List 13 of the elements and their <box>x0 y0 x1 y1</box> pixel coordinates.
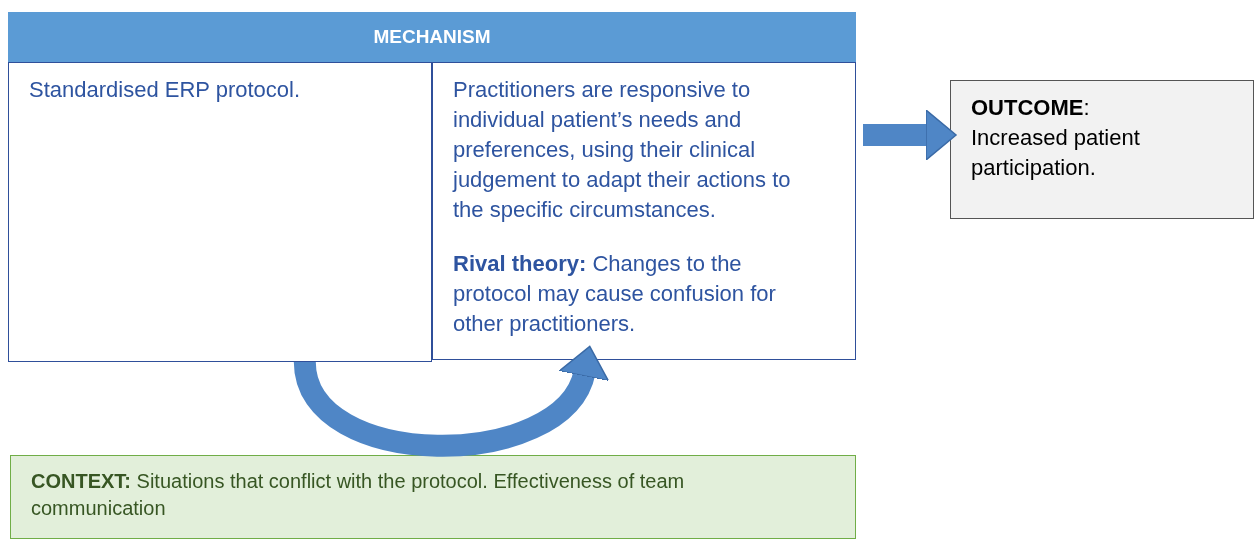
node-text: Standardised ERP protocol. <box>29 76 302 104</box>
node-text: MECHANISM <box>373 24 491 49</box>
node-text: Practitioners are responsive to individual patient’s needs and preferences, using their clinical judgement to adapt their actions to the specific circumstances. <box>453 76 792 224</box>
node-text: Rival theory: Changes to the protocol may cause confusion for other practitioners. <box>453 250 777 338</box>
node-text: OUTCOME: <box>971 94 1091 122</box>
block-arrow <box>863 109 957 161</box>
node-text: Increased patient participation. <box>971 124 1141 182</box>
process-box <box>8 62 432 362</box>
node-text: CONTEXT: Situations that conflict with the protocol. Effectiveness of team communication <box>31 469 686 521</box>
header-band <box>8 12 856 62</box>
outcome-box <box>950 80 1254 219</box>
process-box <box>432 62 856 360</box>
context-box <box>10 455 856 539</box>
